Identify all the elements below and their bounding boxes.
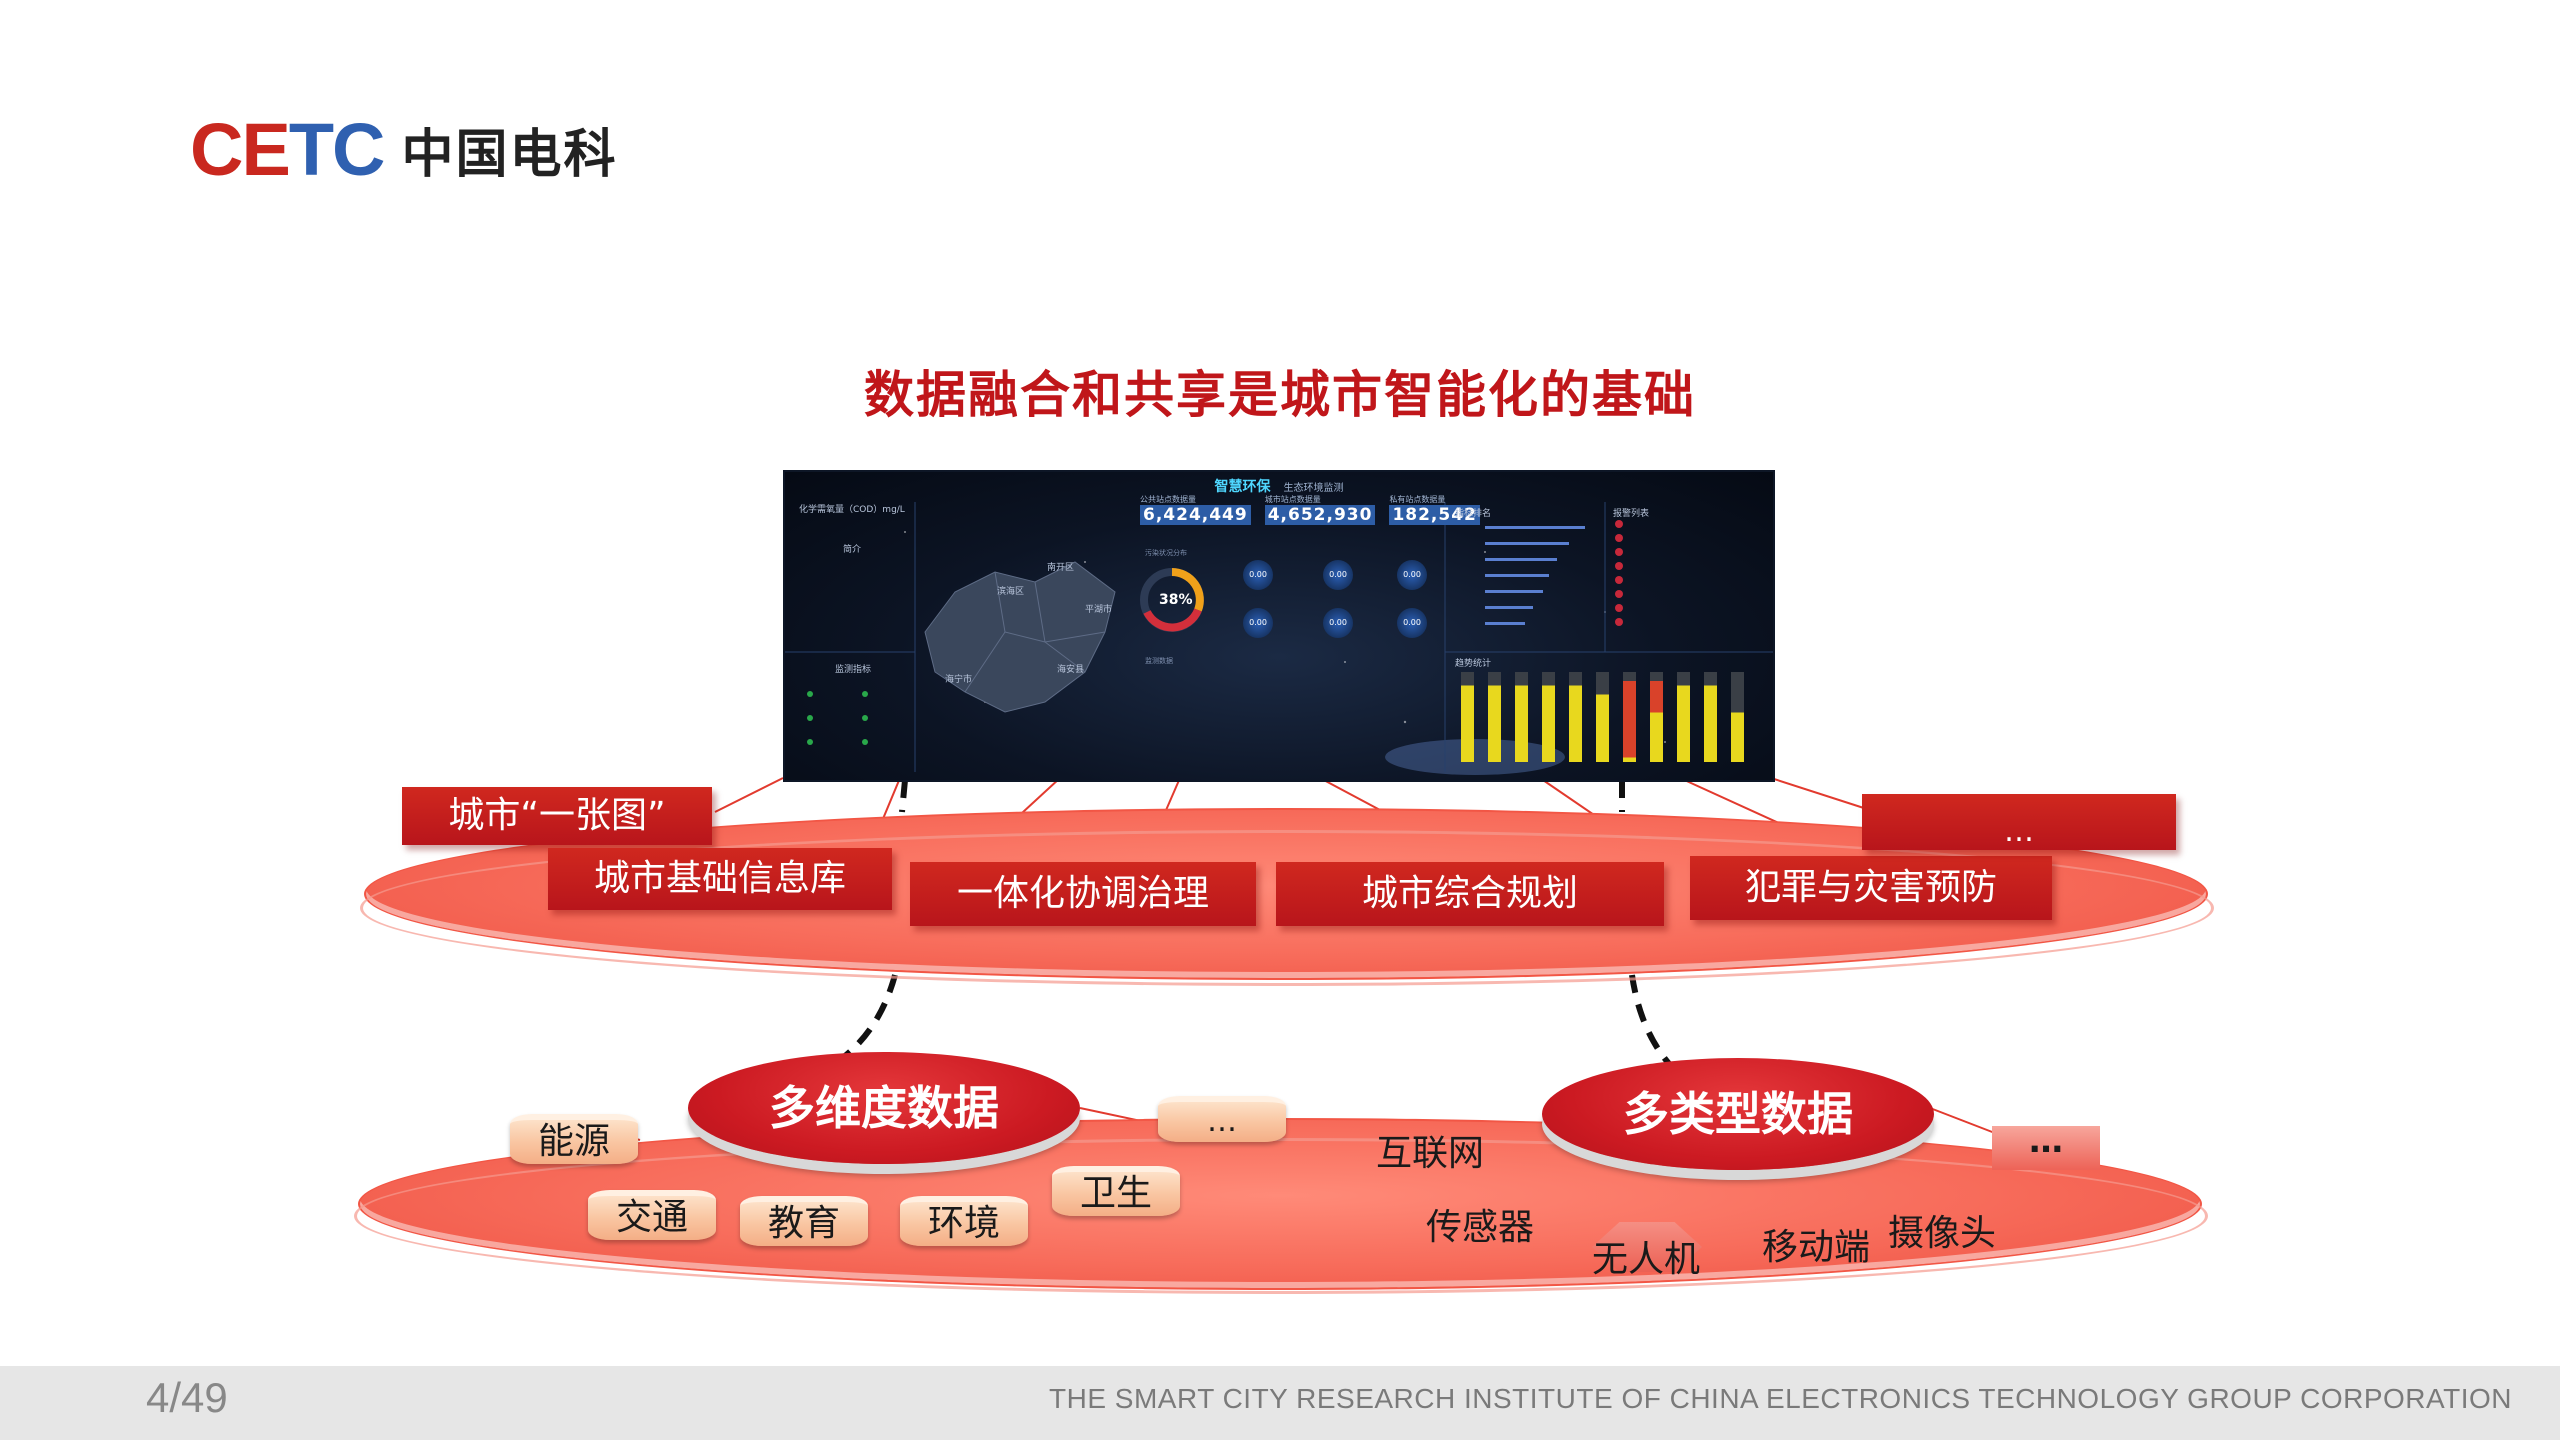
item-environment: 环境: [900, 1196, 1028, 1246]
dashboard-subtitle: 生态环境监测: [1283, 483, 1344, 494]
distribution-percent: 38%: [1159, 592, 1193, 608]
metric-circle: 0.00: [1323, 560, 1353, 590]
map-label: 滨海区: [997, 587, 1025, 597]
cetc-logo: CETC 中国电科: [190, 112, 617, 187]
intro-label: 简介: [843, 545, 862, 555]
trend-bar-yellow: [1650, 712, 1663, 762]
logo-name: 中国电科: [401, 125, 618, 185]
label-crime-disaster-prevention: 犯罪与灾害预防: [1690, 856, 2052, 920]
trend-bar-red: [1650, 681, 1663, 713]
item-more-right: …: [1992, 1124, 2100, 1170]
alert-title: 报警列表: [1613, 509, 1650, 519]
item-mobile: 移动端: [1762, 1227, 1871, 1268]
item-education: 教育: [740, 1196, 868, 1246]
left-panel-title: 化学需氧量（COD）mg/L: [799, 505, 905, 515]
trend-bar-yellow: [1542, 685, 1555, 762]
bubble-multi-dimension-data: 多维度数据: [688, 1052, 1080, 1164]
rank-title: 指标排名: [1455, 509, 1492, 519]
metric-circle: 0.00: [1397, 560, 1427, 590]
label-city-one-map: 城市“一张图”: [402, 787, 712, 845]
label-city-planning: 城市综合规划: [1276, 862, 1664, 926]
application-layer-rim: [360, 830, 2214, 986]
distribution-label: 污染状况分布: [1145, 549, 1187, 557]
item-camera: 摄像头: [1888, 1213, 1997, 1254]
map-label: 海宁市: [945, 675, 973, 685]
data-layer-rim: [354, 1138, 2208, 1294]
item-internet: 互联网: [1376, 1133, 1485, 1174]
trend-bar-yellow: [1569, 685, 1582, 762]
trend-bar-yellow: [1461, 685, 1474, 762]
dashboard-decor: [785, 502, 1773, 775]
metric-circle: 0.00: [1397, 608, 1427, 638]
item-sensor: 传感器: [1426, 1207, 1535, 1248]
item-more-left: …: [1158, 1096, 1286, 1142]
trend-bar-yellow: [1515, 685, 1528, 762]
trend-bars: [1461, 672, 1744, 762]
dashboard-header: 智慧环保 生态环境监测: [785, 476, 1773, 504]
bubble-multi-type-data: 多类型数据: [1542, 1058, 1934, 1170]
item-energy: 能源: [510, 1114, 638, 1164]
environment-dashboard: 智慧环保 生态环境监测 化学需氧量（COD）mg/L 简介 监测指标 公共站点数…: [783, 470, 1775, 782]
metric-circle: 0.00: [1323, 608, 1353, 638]
trend-bar-red: [1623, 681, 1636, 758]
label-integrated-governance: 一体化协调治理: [910, 862, 1256, 926]
item-health: 卫生: [1052, 1166, 1180, 1216]
monitor-data-label: 监测数据: [1145, 657, 1173, 665]
trend-bar-yellow: [1677, 685, 1690, 762]
page-number: 4/49: [146, 1374, 228, 1421]
trend-bar-yellow: [1623, 757, 1636, 762]
label-more-top: …: [1862, 794, 2176, 850]
label-city-info-base: 城市基础信息库: [548, 848, 892, 910]
drone-hex-icon: [1592, 1222, 1702, 1272]
trend-bar-yellow: [1488, 685, 1501, 762]
trend-title: 趋势统计: [1455, 659, 1492, 669]
map-label: 平湖市: [1085, 605, 1113, 615]
map-label: 海安县: [1057, 665, 1085, 675]
footer-bar: [0, 1366, 2560, 1440]
institute-name: THE SMART CITY RESEARCH INSTITUTE OF CHI…: [1049, 1383, 2512, 1414]
trend-bar-yellow: [1731, 712, 1744, 762]
metric-circle: 0.00: [1243, 560, 1273, 590]
item-drone: 无人机: [1592, 1239, 1701, 1280]
map-label: 南开区: [1047, 563, 1075, 573]
dashboard-title: 智慧环保: [1214, 479, 1271, 495]
logo-mark: CETC: [190, 107, 385, 191]
trend-bar-yellow: [1704, 685, 1717, 762]
trend-bar-yellow: [1596, 694, 1609, 762]
item-transport: 交通: [588, 1190, 716, 1240]
monitor-label: 监测指标: [835, 665, 872, 675]
metric-circle: 0.00: [1243, 608, 1273, 638]
slide-title: 数据融合和共享是城市智能化的基础: [864, 366, 1696, 424]
